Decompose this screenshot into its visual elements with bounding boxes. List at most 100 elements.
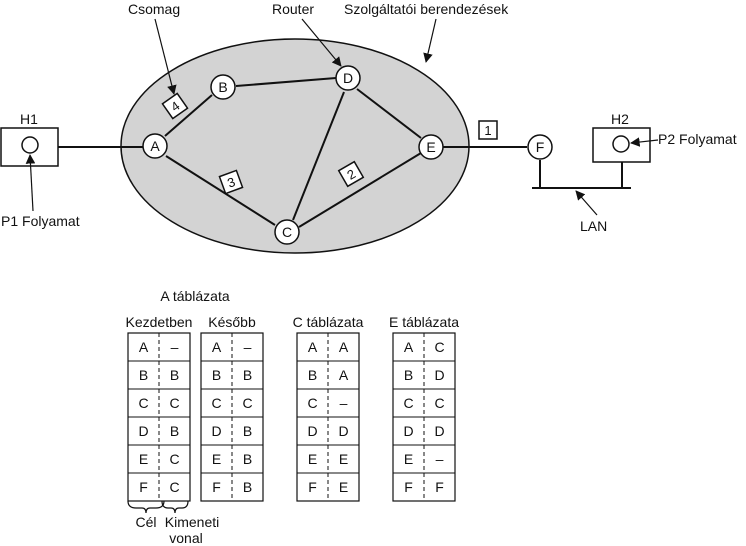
a-initially-line-cell: C <box>169 451 179 467</box>
svg-text:D: D <box>343 70 353 86</box>
a-initially-destination-cell: F <box>139 479 148 495</box>
h1-label: H1 <box>20 111 38 127</box>
outgoing-line-label-1: Kimeneti <box>165 514 219 530</box>
process-p1-icon <box>21 136 39 154</box>
e-table-line-cell: C <box>434 339 444 355</box>
carrier-ellipse <box>120 38 470 254</box>
e-table-destination-cell: F <box>404 479 413 495</box>
c-table-destination-cell: E <box>308 451 317 467</box>
a-later-destination-cell: A <box>212 339 222 355</box>
c-table-line-cell: A <box>339 367 349 383</box>
p2-pointer <box>630 137 659 147</box>
svg-text:C: C <box>282 224 292 240</box>
destination-label: Cél <box>135 514 156 530</box>
router-pointer <box>301 18 342 67</box>
c-table-destination-cell: C <box>307 395 317 411</box>
link-a-c <box>165 155 276 226</box>
a-later-title: Később <box>208 314 256 330</box>
a-initially-line-cell: – <box>171 339 179 355</box>
svg-text:3: 3 <box>225 174 237 191</box>
a-initially-line-cell: B <box>170 423 179 439</box>
a-later-destination-cell: D <box>211 423 221 439</box>
c-table-title: C táblázata <box>293 314 364 330</box>
e-table-line-cell: – <box>436 451 444 467</box>
link-a-b <box>164 94 213 137</box>
router-b: B <box>210 74 236 100</box>
c-table-line-cell: D <box>338 423 348 439</box>
router-c: C <box>274 219 300 245</box>
link-c-e <box>298 152 422 228</box>
svg-text:F: F <box>536 139 545 155</box>
host-h2 <box>592 127 651 163</box>
router-e: E <box>418 134 444 160</box>
e-table-destination-cell: E <box>404 451 413 467</box>
lan-pointer <box>575 190 598 216</box>
packet-2: 2 <box>337 160 365 188</box>
link-d-c <box>292 91 345 221</box>
e-table-destination-cell: C <box>403 395 413 411</box>
c-table-destination-cell: A <box>308 339 318 355</box>
e-table-line-cell: C <box>434 395 444 411</box>
host-h1 <box>0 127 59 167</box>
c-table-destination-cell: F <box>308 479 317 495</box>
svg-text:E: E <box>426 139 435 155</box>
packet-3: 3 <box>218 169 244 195</box>
a-later-line-cell: B <box>243 451 252 467</box>
a-later-destination-cell: C <box>211 395 221 411</box>
a-table-title: A táblázata <box>160 288 229 304</box>
svg-text:B: B <box>218 79 227 95</box>
p2-label: P2 Folyamat <box>658 131 737 147</box>
a-later-line-cell: B <box>243 479 252 495</box>
carrier-label: Szolgáltatói berendezések <box>344 1 509 17</box>
a-initially-line-cell: C <box>169 479 179 495</box>
svg-text:1: 1 <box>484 123 491 138</box>
c-table-line-cell: E <box>339 479 348 495</box>
carrier-pointer <box>423 18 437 63</box>
outgoing-line-brace <box>161 500 189 514</box>
a-initially-line-cell: C <box>169 395 179 411</box>
a-initially-destination-cell: D <box>138 423 148 439</box>
c-table-line-cell: – <box>340 395 348 411</box>
a-initially-title: Kezdetben <box>126 314 193 330</box>
router-f: F <box>527 134 553 160</box>
e-table-destination-cell: B <box>404 367 413 383</box>
outgoing-line-label-2: vonal <box>169 530 202 546</box>
packet-4: 4 <box>161 92 189 120</box>
e-table-line-cell: D <box>434 423 444 439</box>
e-table-line-cell: D <box>434 367 444 383</box>
p1-pointer <box>25 154 36 212</box>
lan-label: LAN <box>580 218 607 234</box>
a-initially-line-cell: B <box>170 367 179 383</box>
a-initially-destination-cell: B <box>139 367 148 383</box>
a-later-destination-cell: E <box>212 451 221 467</box>
a-later-line-cell: C <box>242 395 252 411</box>
link-b-d <box>235 77 337 87</box>
a-later-destination-cell: B <box>212 367 221 383</box>
packet-1: 1 <box>478 120 498 140</box>
c-table-destination-cell: B <box>308 367 317 383</box>
a-later-line-cell: B <box>243 367 252 383</box>
a-later-line-cell: B <box>243 423 252 439</box>
router-a: A <box>142 133 168 159</box>
p1-label: P1 Folyamat <box>1 213 80 229</box>
e-table-title: E táblázata <box>389 314 459 330</box>
router-label: Router <box>272 1 314 17</box>
c-table-line-cell: E <box>339 451 348 467</box>
a-initially-destination-cell: A <box>139 339 149 355</box>
a-initially-destination-cell: E <box>139 451 148 467</box>
a-later-line-cell: – <box>244 339 252 355</box>
a-initially-destination-cell: C <box>138 395 148 411</box>
e-table-destination-cell: D <box>403 423 413 439</box>
packet-label: Csomag <box>128 1 180 17</box>
e-table-destination-cell: A <box>404 339 414 355</box>
destination-brace <box>127 500 165 514</box>
c-table-line-cell: A <box>339 339 349 355</box>
svg-text:A: A <box>150 138 160 154</box>
router-d: D <box>335 65 361 91</box>
c-table-destination-cell: D <box>307 423 317 439</box>
